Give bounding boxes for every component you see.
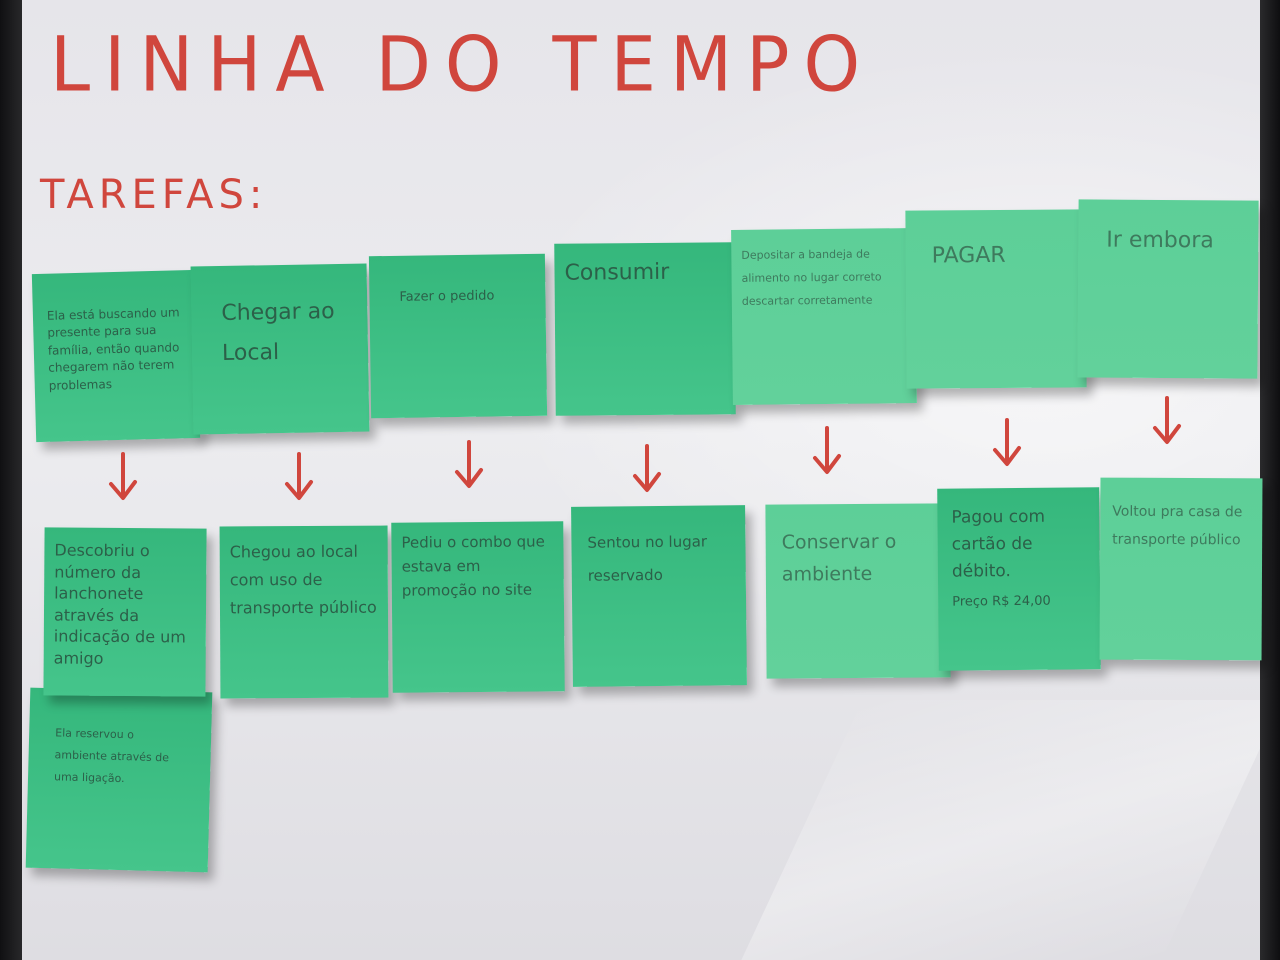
task-note-3: Fazer o pedido — [368, 253, 548, 419]
task-note-text: Ir embora — [1106, 227, 1214, 254]
board-glare — [741, 700, 1280, 960]
whiteboard — [22, 0, 1280, 960]
tasks-heading: TAREFAS: — [40, 172, 268, 218]
task-note-6: PAGAR — [905, 209, 1087, 389]
task-note-text: Depositar a bandeja de alimento no lugar… — [741, 247, 882, 309]
detail-price: Preço R$ 24,00 — [952, 593, 1051, 610]
task-note-text: Chegar ao Local — [221, 299, 335, 366]
detail-note-extra: Ela reservou o ambiente através de uma l… — [25, 687, 213, 873]
detail-note-text: Conservar o ambiente — [781, 530, 897, 586]
arrow-down-icon — [282, 452, 316, 502]
task-note-text: Fazer o pedido — [399, 288, 495, 305]
arrow-down-icon — [990, 418, 1024, 468]
extra-note-text: Ela reservou o ambiente através de uma l… — [53, 726, 170, 786]
task-note-4: Consumir — [554, 242, 736, 416]
board-title: LINHA DO TEMPO — [50, 19, 875, 109]
task-note-text: Ela está buscando um presente para sua f… — [46, 305, 180, 393]
board-frame-right — [1260, 0, 1280, 960]
detail-note-4: Sentou no lugar reservado — [571, 505, 747, 687]
task-note-2: Chegar ao Local — [190, 263, 370, 435]
detail-note-2: Chegou ao local com uso de transporte pú… — [219, 525, 389, 699]
arrow-down-icon — [106, 452, 140, 502]
arrow-down-icon — [1150, 396, 1184, 446]
detail-note-text: Descobriu o número da lanchonete através… — [53, 540, 186, 668]
arrow-down-icon — [810, 426, 844, 476]
task-note-7: Ir embora — [1077, 199, 1259, 379]
task-note-5: Depositar a bandeja de alimento no lugar… — [731, 228, 917, 405]
detail-note-text: Voltou pra casa de transporte público — [1112, 503, 1243, 549]
detail-note-3: Pediu o combo que estava em promoção no … — [391, 521, 565, 693]
board-frame-left — [0, 0, 24, 960]
task-note-1: Ela está buscando um presente para sua f… — [31, 269, 201, 443]
detail-note-6: Pagou com cartão de débito. Preço R$ 24,… — [937, 487, 1101, 671]
arrow-down-icon — [452, 440, 486, 490]
detail-note-text: Pagou com cartão de débito. — [951, 506, 1046, 582]
detail-note-text: Chegou ao local com uso de transporte pú… — [229, 541, 377, 618]
detail-note-7: Voltou pra casa de transporte público — [1099, 477, 1263, 661]
task-note-text: Consumir — [564, 259, 670, 286]
detail-note-5: Conservar o ambiente — [765, 503, 951, 679]
arrow-down-icon — [630, 444, 664, 494]
detail-note-1: Descobriu o número da lanchonete através… — [43, 527, 207, 697]
task-note-text: PAGAR — [931, 242, 1006, 269]
detail-note-text: Pediu o combo que estava em promoção no … — [401, 532, 545, 600]
detail-note-text: Sentou no lugar reservado — [587, 532, 708, 585]
